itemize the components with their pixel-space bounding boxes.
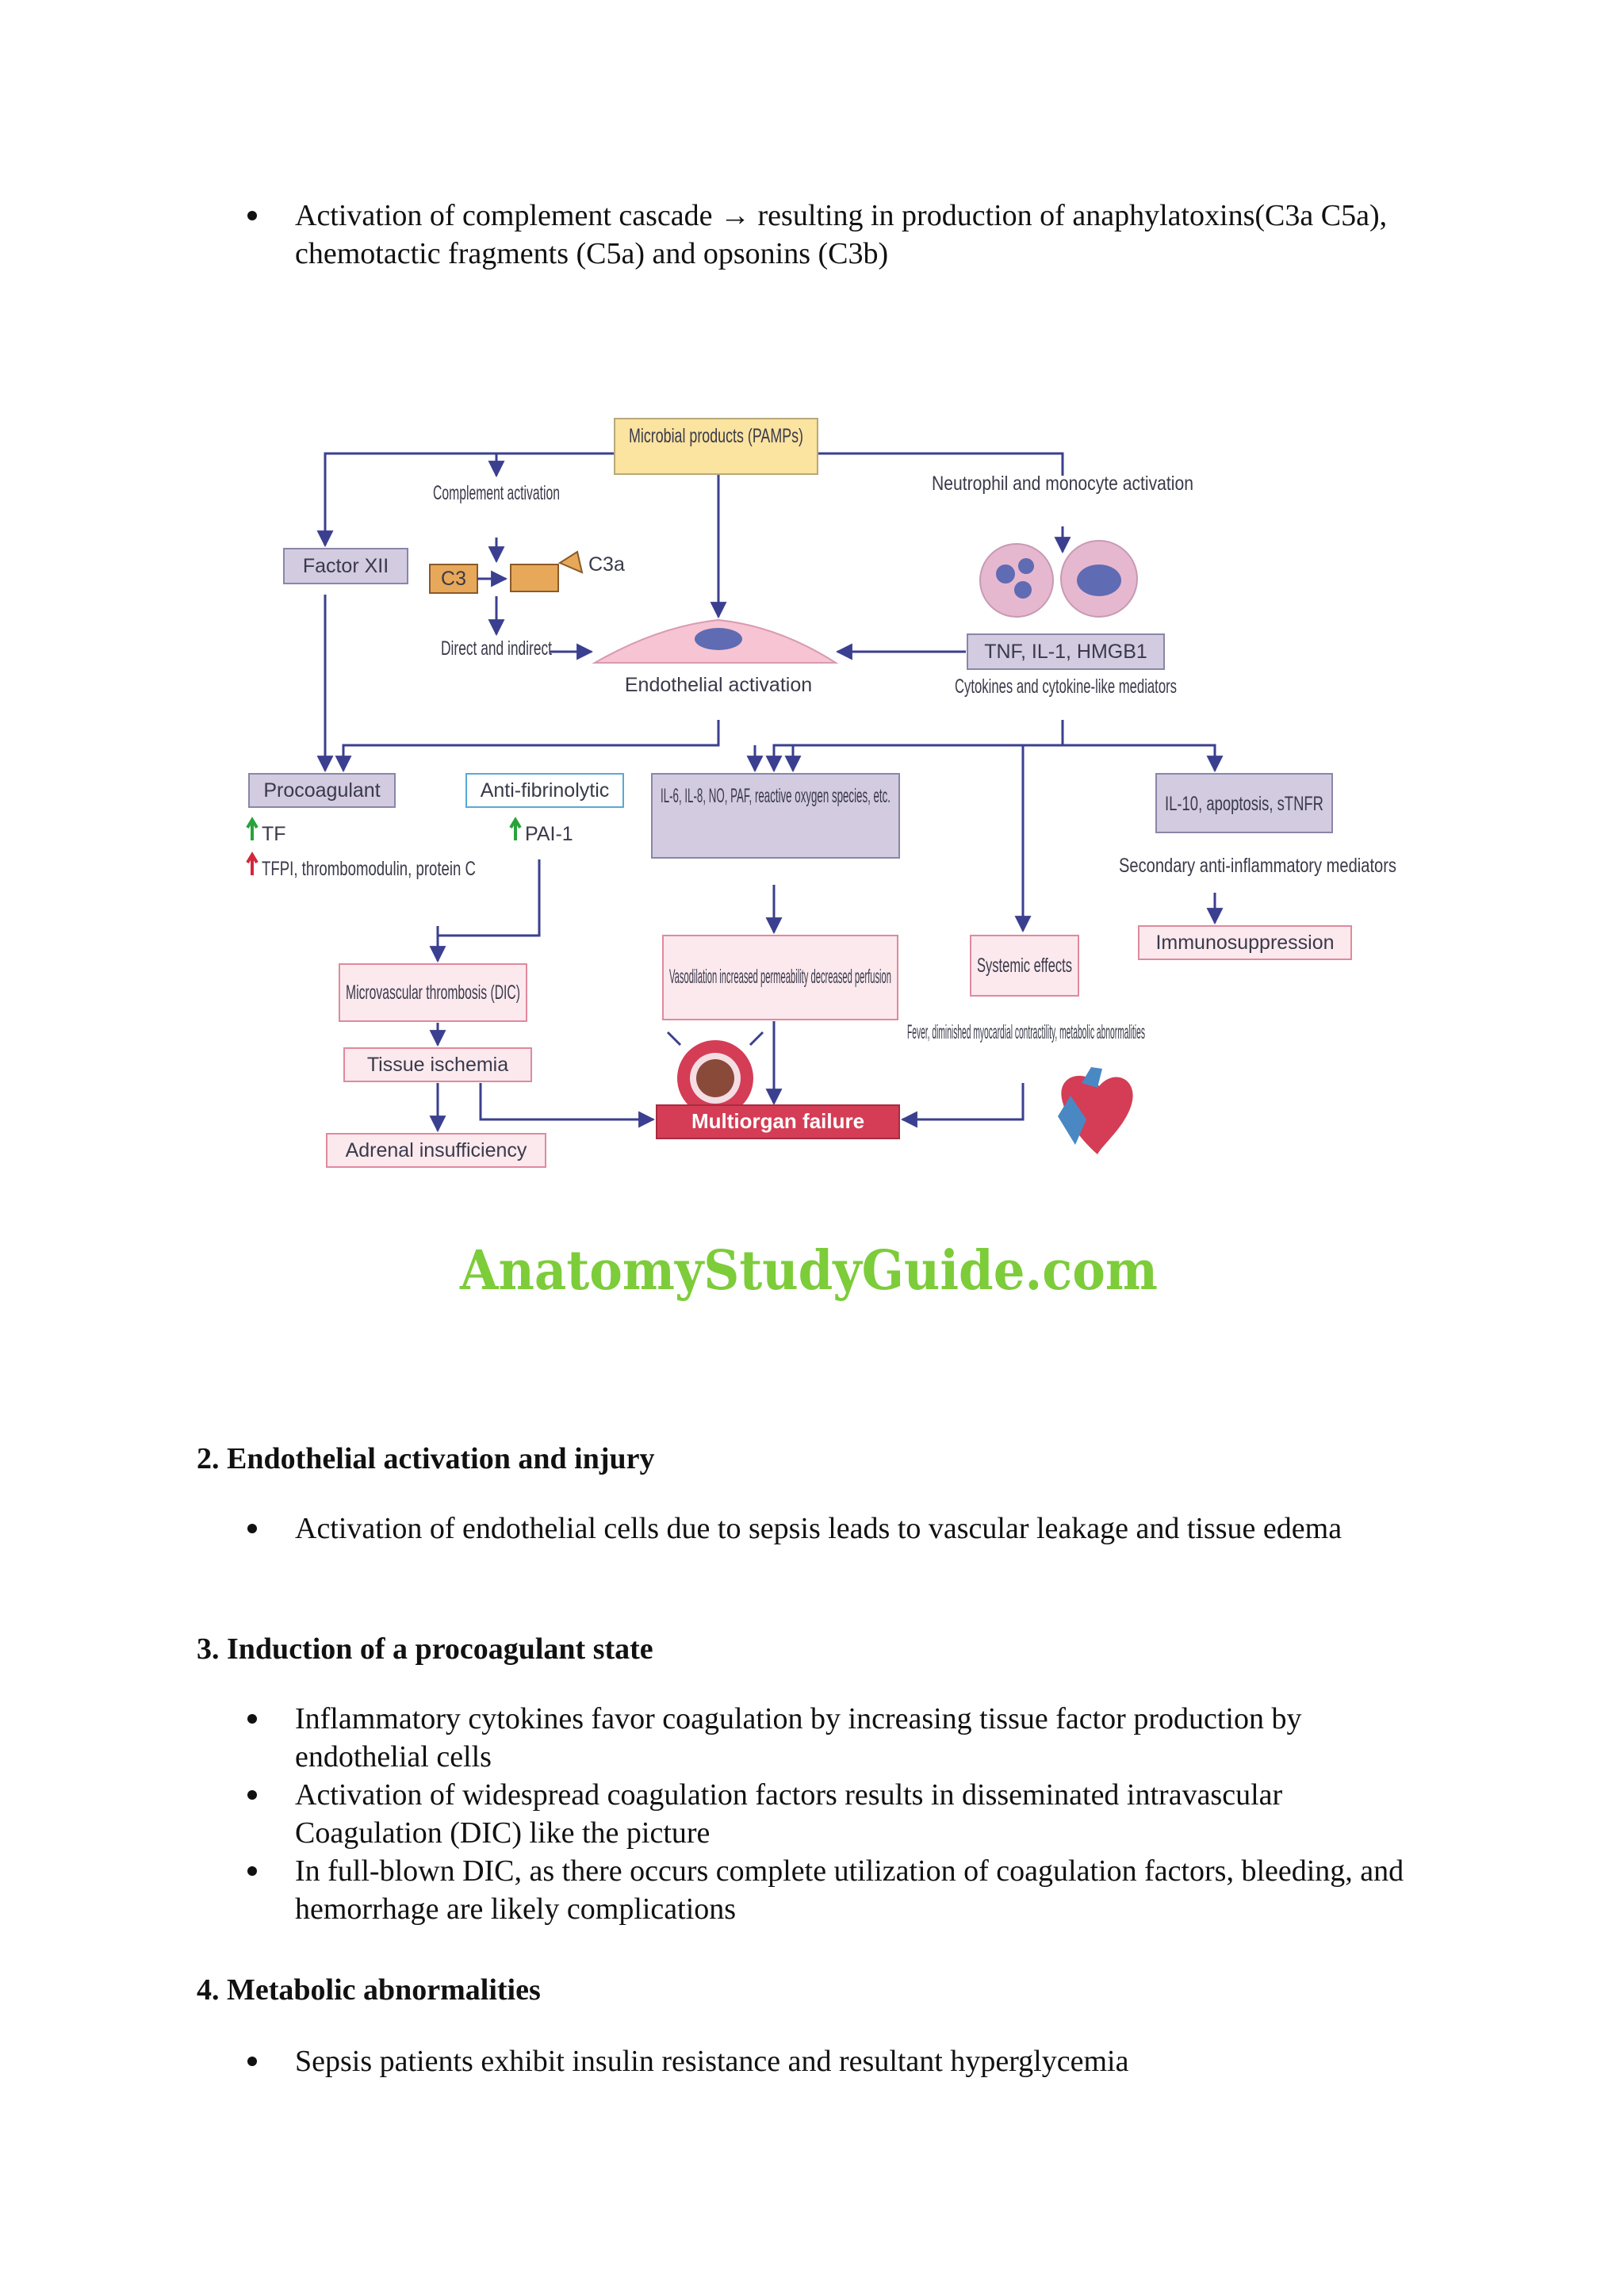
bullet-text: In full-blown DIC, as there occurs compl…: [295, 1854, 1404, 1926]
tf-label: TF: [262, 823, 286, 845]
complement-activation-label: Complement activation: [433, 482, 560, 504]
flowchart-diagram: Microbial products (PAMPs) Complement ac…: [246, 418, 1396, 1168]
neutrophil-activation-label: Neutrophil and monocyte activation: [932, 473, 1193, 495]
immunosuppression-label: Immunosuppression: [1155, 932, 1334, 954]
bullet-text: Activation of widespread coagulation fac…: [295, 1778, 1283, 1850]
il6-node: IL-6, IL-8, NO, PAF, reactive oxygen spe…: [651, 773, 900, 859]
microbial-products-node: Microbial products (PAMPs): [614, 418, 818, 475]
multiorgan-failure-label: Multiorgan failure: [691, 1109, 864, 1133]
factor-xii-label: Factor XII: [303, 555, 389, 577]
c3a-fragment-icon: [557, 550, 584, 574]
watermark-text: AnatomyStudyGuide.com: [459, 1239, 1158, 1303]
bullet-text: Sepsis patients exhibit insulin resistan…: [295, 2045, 1129, 2078]
section-heading-procoagulant: 3. Induction of a procoagulant state: [197, 1632, 653, 1666]
sepsis-pathogenesis-figure: Microbial products (PAMPs) Complement ac…: [246, 396, 1411, 1213]
factor-xii-node: Factor XII: [283, 548, 408, 584]
multiorgan-failure-node: Multiorgan failure: [656, 1104, 900, 1139]
vasodilation-label: Vasodilation increased permeability decr…: [669, 966, 891, 988]
bullet-text: Activation of complement cascade → resul…: [295, 199, 1388, 270]
c3-node: C3 C3a: [429, 550, 625, 594]
adrenal-insufficiency-label: Adrenal insufficiency: [346, 1139, 527, 1161]
immunosuppression-node: Immunosuppression: [1138, 925, 1352, 960]
bullet-icon: [247, 2057, 257, 2066]
microbial-products-label: Microbial products (PAMPs): [629, 425, 803, 447]
up-arrow-green-icon: [246, 817, 259, 840]
vasodilation-node: Vasodilation increased permeability decr…: [662, 935, 898, 1020]
section-heading-metabolic: 4. Metabolic abnormalities: [197, 1973, 541, 2007]
cytokines-label: Cytokines and cytokine-like mediators: [955, 675, 1177, 698]
bullet-icon: [247, 211, 257, 220]
il10-label: IL-10, apoptosis, sTNFR: [1165, 793, 1323, 815]
bullet-icon: [247, 1714, 257, 1724]
antifibrinolytic-label: Anti-fibrinolytic: [481, 779, 610, 802]
secondary-mediators-label: Secondary anti-inflammatory mediators: [1119, 855, 1396, 877]
endothelial-activation-label: Endothelial activation: [625, 674, 812, 696]
tnf-label: TNF, IL-1, HMGB1: [984, 641, 1147, 663]
section-heading-endothelial: 2. Endothelial activation and injury: [197, 1442, 655, 1475]
bullet-icon: [247, 1866, 257, 1876]
systemic-effects-label: Systemic effects: [977, 955, 1072, 977]
systemic-effects-node: Systemic effects: [970, 935, 1079, 997]
il6-label: IL-6, IL-8, NO, PAF, reactive oxygen spe…: [661, 785, 891, 807]
up-arrow-green-icon: [509, 817, 522, 840]
fever-label: Fever, diminished myocardial contractili…: [907, 1021, 1145, 1043]
bullet-text: Inflammatory cytokines favor coagulation…: [295, 1702, 1302, 1774]
direct-indirect-label: Direct and indirect: [441, 637, 552, 660]
c3-label: C3: [441, 568, 466, 590]
il10-node: IL-10, apoptosis, sTNFR: [1155, 773, 1333, 833]
procoagulant-label: Procoagulant: [263, 779, 380, 802]
tissue-ischemia-label: Tissue ischemia: [367, 1054, 508, 1076]
neutrophil-cells-icon: [979, 540, 1138, 618]
blood-vessel-icon: [666, 1031, 763, 1124]
tfpi-item: TFPI, thrombomodulin, protein C: [246, 851, 476, 880]
antifibrinolytic-node: Anti-fibrinolytic: [465, 773, 624, 808]
endothelial-cell-icon: [592, 618, 839, 664]
c3b-fragment-icon: [510, 564, 559, 592]
microvascular-label: Microvascular thrombosis (DIC): [346, 982, 520, 1004]
microvascular-node: Microvascular thrombosis (DIC): [339, 963, 527, 1022]
tf-item: TF: [246, 817, 286, 845]
tnf-node: TNF, IL-1, HMGB1: [967, 633, 1165, 670]
procoagulant-node: Procoagulant: [248, 773, 396, 808]
bullet-icon: [247, 1524, 257, 1533]
connector-lines: [316, 452, 1224, 1133]
pai1-item: PAI-1: [509, 817, 573, 845]
pai1-label: PAI-1: [525, 823, 573, 845]
bullet-text: Activation of endothelial cells due to s…: [295, 1512, 1342, 1545]
up-arrow-red-icon: [246, 851, 259, 875]
heart-icon: [1058, 1067, 1133, 1154]
tissue-ischemia-node: Tissue ischemia: [343, 1047, 532, 1082]
adrenal-insufficiency-node: Adrenal insufficiency: [326, 1133, 546, 1168]
watermark-logo: AnatomyStudyGuide.com: [459, 1239, 1158, 1303]
bullet-icon: [247, 1790, 257, 1800]
tfpi-label: TFPI, thrombomodulin, protein C: [262, 858, 476, 880]
c3a-label: C3a: [588, 553, 625, 576]
